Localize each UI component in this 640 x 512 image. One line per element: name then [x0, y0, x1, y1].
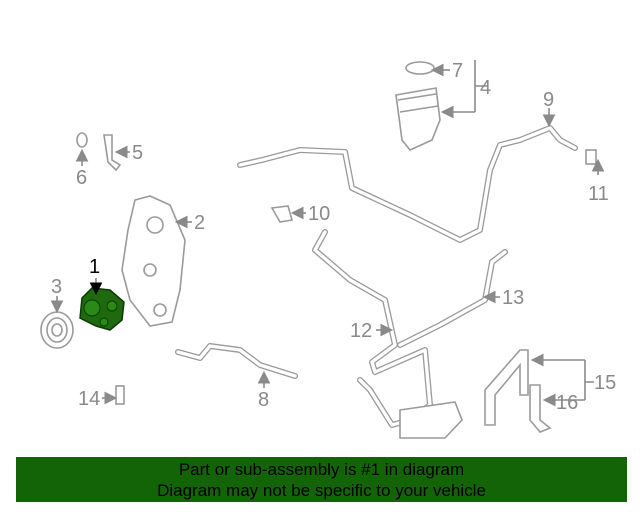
part-3-pulley[interactable] [40, 311, 74, 349]
part-12-pressure-hose[interactable] [312, 229, 463, 439]
part-5-bracket[interactable] [103, 134, 122, 172]
callout-1[interactable]: 1 [89, 256, 100, 278]
part-8-hose[interactable] [175, 343, 298, 379]
part-15-bracket[interactable] [484, 349, 529, 426]
callout-4[interactable]: 4 [480, 77, 491, 99]
callout-9[interactable]: 9 [543, 89, 554, 111]
callout-2[interactable]: 2 [194, 212, 205, 234]
part-11-bolt[interactable] [585, 149, 597, 165]
banner-line-1: Part or sub-assembly is #1 in diagram [178, 460, 465, 479]
part-6-clip[interactable] [76, 132, 88, 148]
callout-10[interactable]: 10 [308, 203, 330, 225]
callout-15[interactable]: 15 [594, 372, 616, 394]
part-7-reservoir-cap[interactable] [405, 61, 435, 75]
part-4-reservoir[interactable] [395, 87, 441, 151]
callout-11[interactable]: 11 [588, 183, 609, 205]
part-2-timing-cover[interactable] [121, 195, 186, 327]
part-14-fitting[interactable] [115, 385, 125, 405]
callout-13[interactable]: 13 [502, 287, 524, 309]
callout-12[interactable]: 12 [350, 320, 372, 342]
part-1-power-steering-pump[interactable] [79, 287, 125, 331]
callout-14[interactable]: 14 [78, 388, 100, 410]
parts-diagram: 1 2 3 7 4 5 6 8 9 10 [40, 60, 616, 439]
callout-5[interactable]: 5 [132, 142, 143, 164]
part-10-clamp[interactable] [270, 205, 294, 223]
info-banner: Part or sub-assembly is #1 in diagram Di… [16, 457, 627, 502]
callout-3[interactable]: 3 [51, 276, 62, 298]
part-13-line[interactable] [397, 249, 508, 348]
callout-16[interactable]: 16 [556, 392, 578, 414]
banner-line-2: Diagram may not be specific to your vehi… [157, 481, 486, 500]
callout-7[interactable]: 7 [452, 60, 463, 82]
part-16-bracket[interactable] [529, 384, 552, 433]
callout-6[interactable]: 6 [76, 167, 87, 189]
callout-8[interactable]: 8 [258, 389, 269, 411]
part-9-return-line[interactable] [237, 125, 578, 243]
